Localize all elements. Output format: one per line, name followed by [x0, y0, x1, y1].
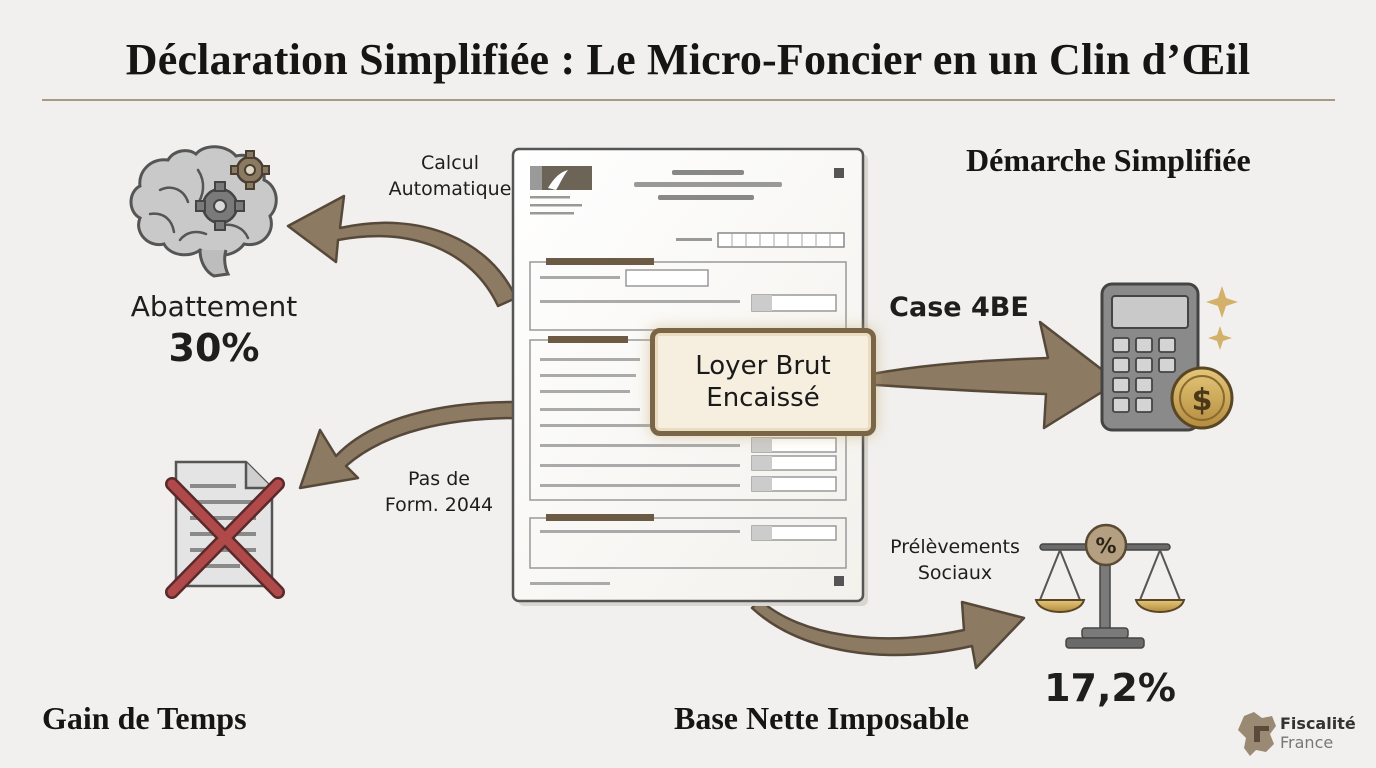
- highlight-line1: Loyer Brut: [695, 351, 831, 381]
- label-calcul-line1: Calcul: [421, 152, 479, 174]
- france-map-icon: [1238, 712, 1276, 756]
- crossed-document-icon: [165, 460, 285, 599]
- scale-percent-icon: %: [1034, 523, 1186, 649]
- label-prelevements: Prélèvements Sociaux: [868, 534, 1042, 586]
- heading-gain: Gain de Temps: [42, 700, 247, 736]
- brain-gears-icon: [129, 145, 278, 278]
- arrow-to-abattement: [286, 194, 518, 308]
- svg-text:%: %: [1095, 534, 1116, 558]
- prelevements-value: 17,2%: [1044, 666, 1176, 710]
- abattement-value: 30%: [168, 326, 260, 370]
- page-title: Déclaration Simplifiée : Le Micro-Foncie…: [125, 35, 1251, 84]
- label-abattement: Abattement: [130, 290, 298, 323]
- svg-text:$: $: [1192, 383, 1213, 418]
- arrow-to-prelevements: [750, 598, 1026, 670]
- highlight-loyer-brut: Loyer Brut Encaissé: [650, 328, 876, 436]
- label-prelevements-line2: Sociaux: [917, 562, 993, 584]
- arrow-to-case-4be: [860, 320, 1120, 430]
- title-divider: [42, 99, 1335, 101]
- brand-logo-line2: France: [1280, 733, 1334, 752]
- label-calcul: Calcul Automatique: [380, 150, 520, 202]
- calculator-coin-icon: $: [1100, 282, 1238, 432]
- label-case-4be: Case 4BE: [889, 292, 1029, 323]
- brand-logo-line1: Fiscalité: [1280, 714, 1356, 733]
- label-calcul-line2: Automatique: [388, 178, 512, 200]
- heading-demarche: Démarche Simplifiée: [966, 142, 1251, 178]
- label-pas-de-form: Pas de Form. 2044: [366, 466, 512, 518]
- label-prelevements-line1: Prélèvements: [890, 536, 1020, 558]
- highlight-line2: Encaissé: [706, 383, 820, 413]
- heading-base: Base Nette Imposable: [674, 700, 970, 736]
- brand-logo: Fiscalité France: [1280, 714, 1356, 752]
- arrow-to-form-2044: [298, 400, 518, 490]
- label-pas-de-line1: Pas de: [408, 468, 470, 490]
- label-pas-de-line2: Form. 2044: [384, 494, 494, 516]
